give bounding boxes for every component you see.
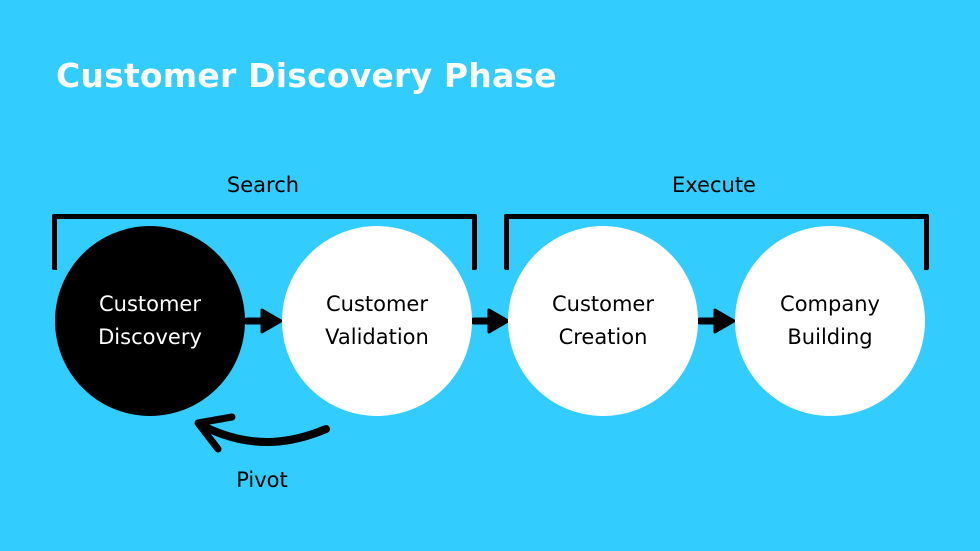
group-label-search: Search — [226, 173, 300, 197]
step-label-line2: Creation — [558, 325, 648, 349]
step-label-line2: Discovery — [98, 325, 202, 349]
step-customer-creation: Customer Creation — [508, 226, 698, 416]
arrow-discovery-to-validation — [243, 308, 283, 334]
bracket-search — [52, 214, 477, 270]
step-label-line2: Validation — [325, 325, 429, 349]
step-label-line1: Customer — [325, 292, 428, 316]
step-label-line2: Building — [787, 325, 873, 349]
diagram-title: Customer Discovery Phase — [56, 56, 557, 95]
bracket-execute — [504, 214, 929, 270]
step-customer-discovery: Customer Discovery — [55, 226, 245, 416]
arrow-creation-to-building — [696, 308, 736, 334]
step-company-building: Company Building — [735, 226, 925, 416]
group-label-execute: Execute — [672, 173, 756, 197]
step-label-line1: Customer — [551, 292, 654, 316]
pivot-label: Pivot — [236, 468, 288, 492]
step-label-line1: Company — [780, 292, 880, 316]
step-customer-validation: Customer Validation — [282, 226, 472, 416]
step-label-line1: Customer — [98, 292, 201, 316]
arrow-validation-to-creation — [470, 308, 510, 334]
pivot-arrow — [194, 413, 330, 453]
